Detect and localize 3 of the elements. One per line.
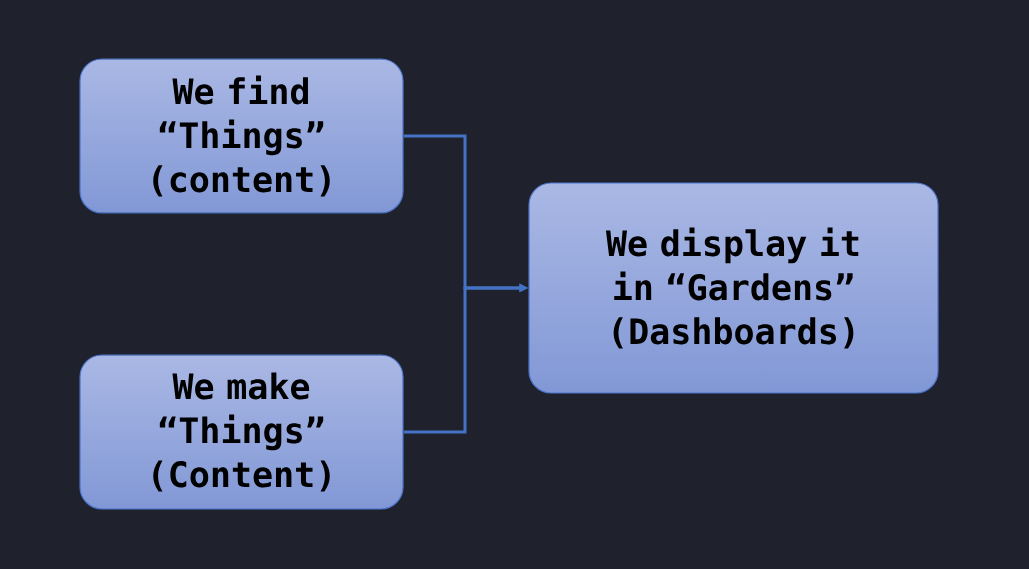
process-box: We make “Things” (Content)	[79, 354, 404, 510]
process-box: We display it in “Gardens” (Dashboards)	[528, 182, 939, 394]
process-box: We find “Things” (content)	[79, 58, 404, 214]
